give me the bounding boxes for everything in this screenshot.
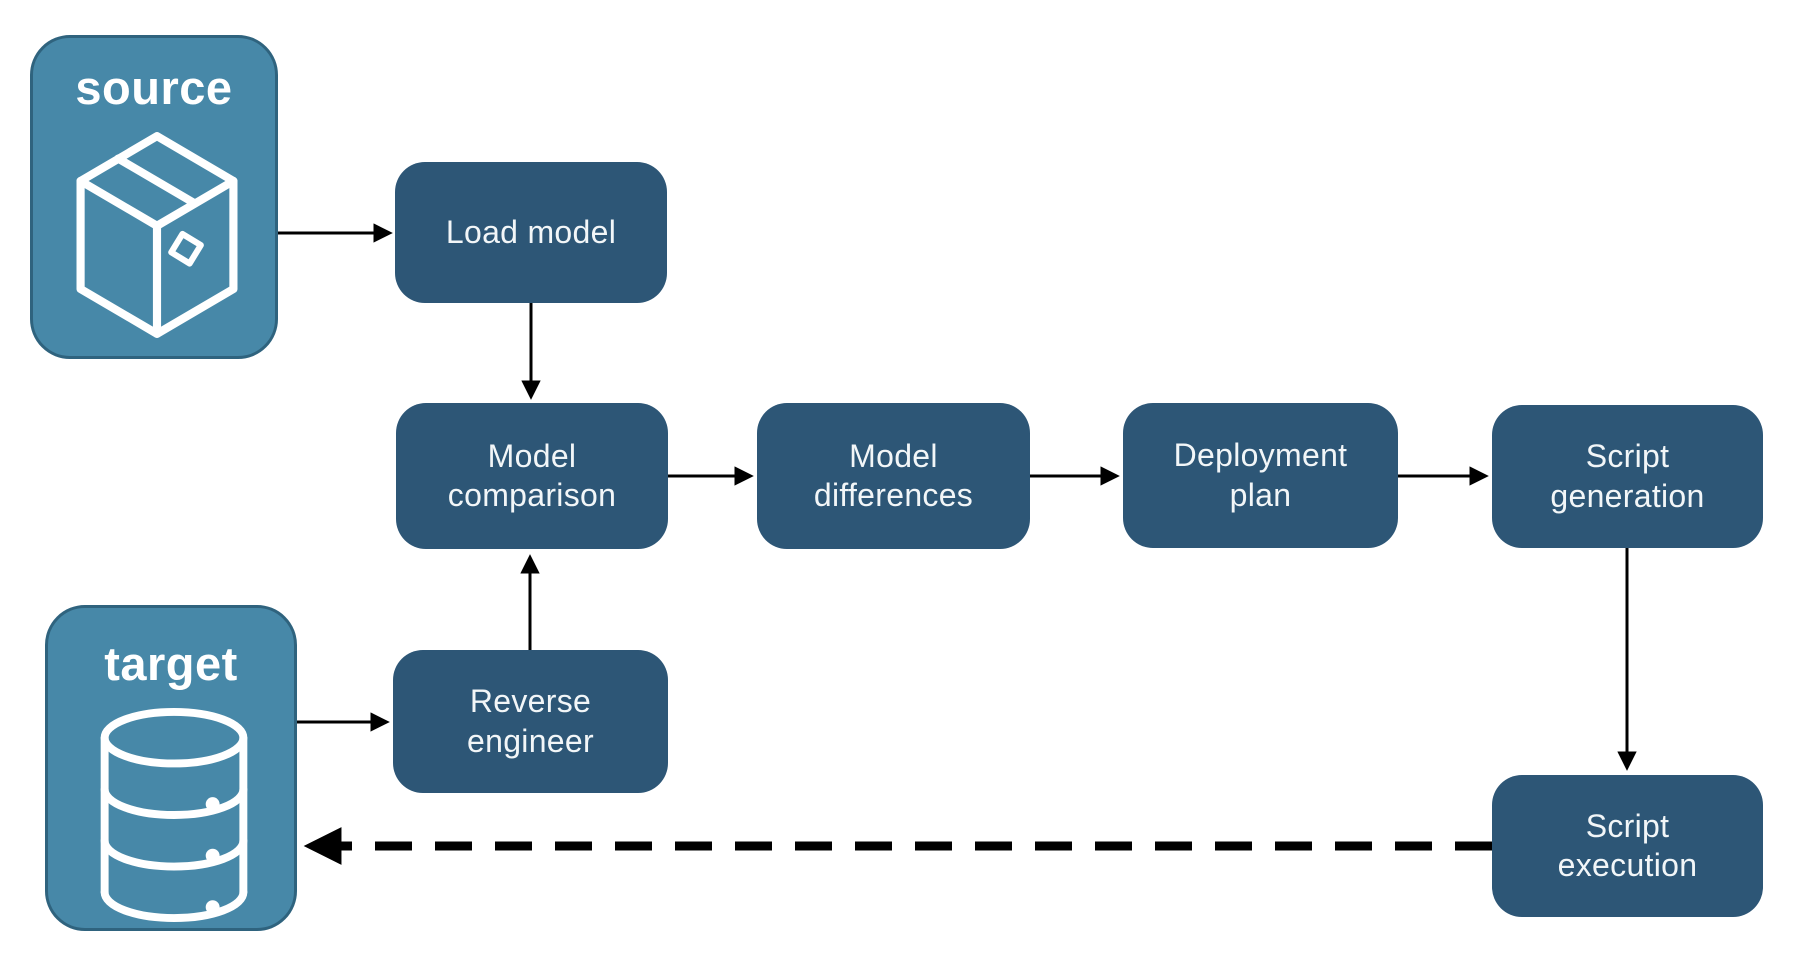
source-label: source: [75, 61, 233, 114]
node-deployment-plan: Deployment plan: [1123, 403, 1398, 548]
package-icon: [76, 132, 238, 338]
database-icon: [100, 707, 248, 923]
target-label: target: [104, 637, 238, 690]
node-script-generation: Script generation: [1492, 405, 1763, 548]
container-source: source: [30, 35, 278, 359]
node-model-comparison: Model comparison: [396, 403, 668, 549]
node-model-differences: Model differences: [757, 403, 1030, 549]
node-script-execution: Script execution: [1492, 775, 1763, 917]
node-load-model: Load model: [395, 162, 667, 303]
node-reverse-engineer: Reverse engineer: [393, 650, 668, 793]
container-target: target: [45, 605, 297, 931]
